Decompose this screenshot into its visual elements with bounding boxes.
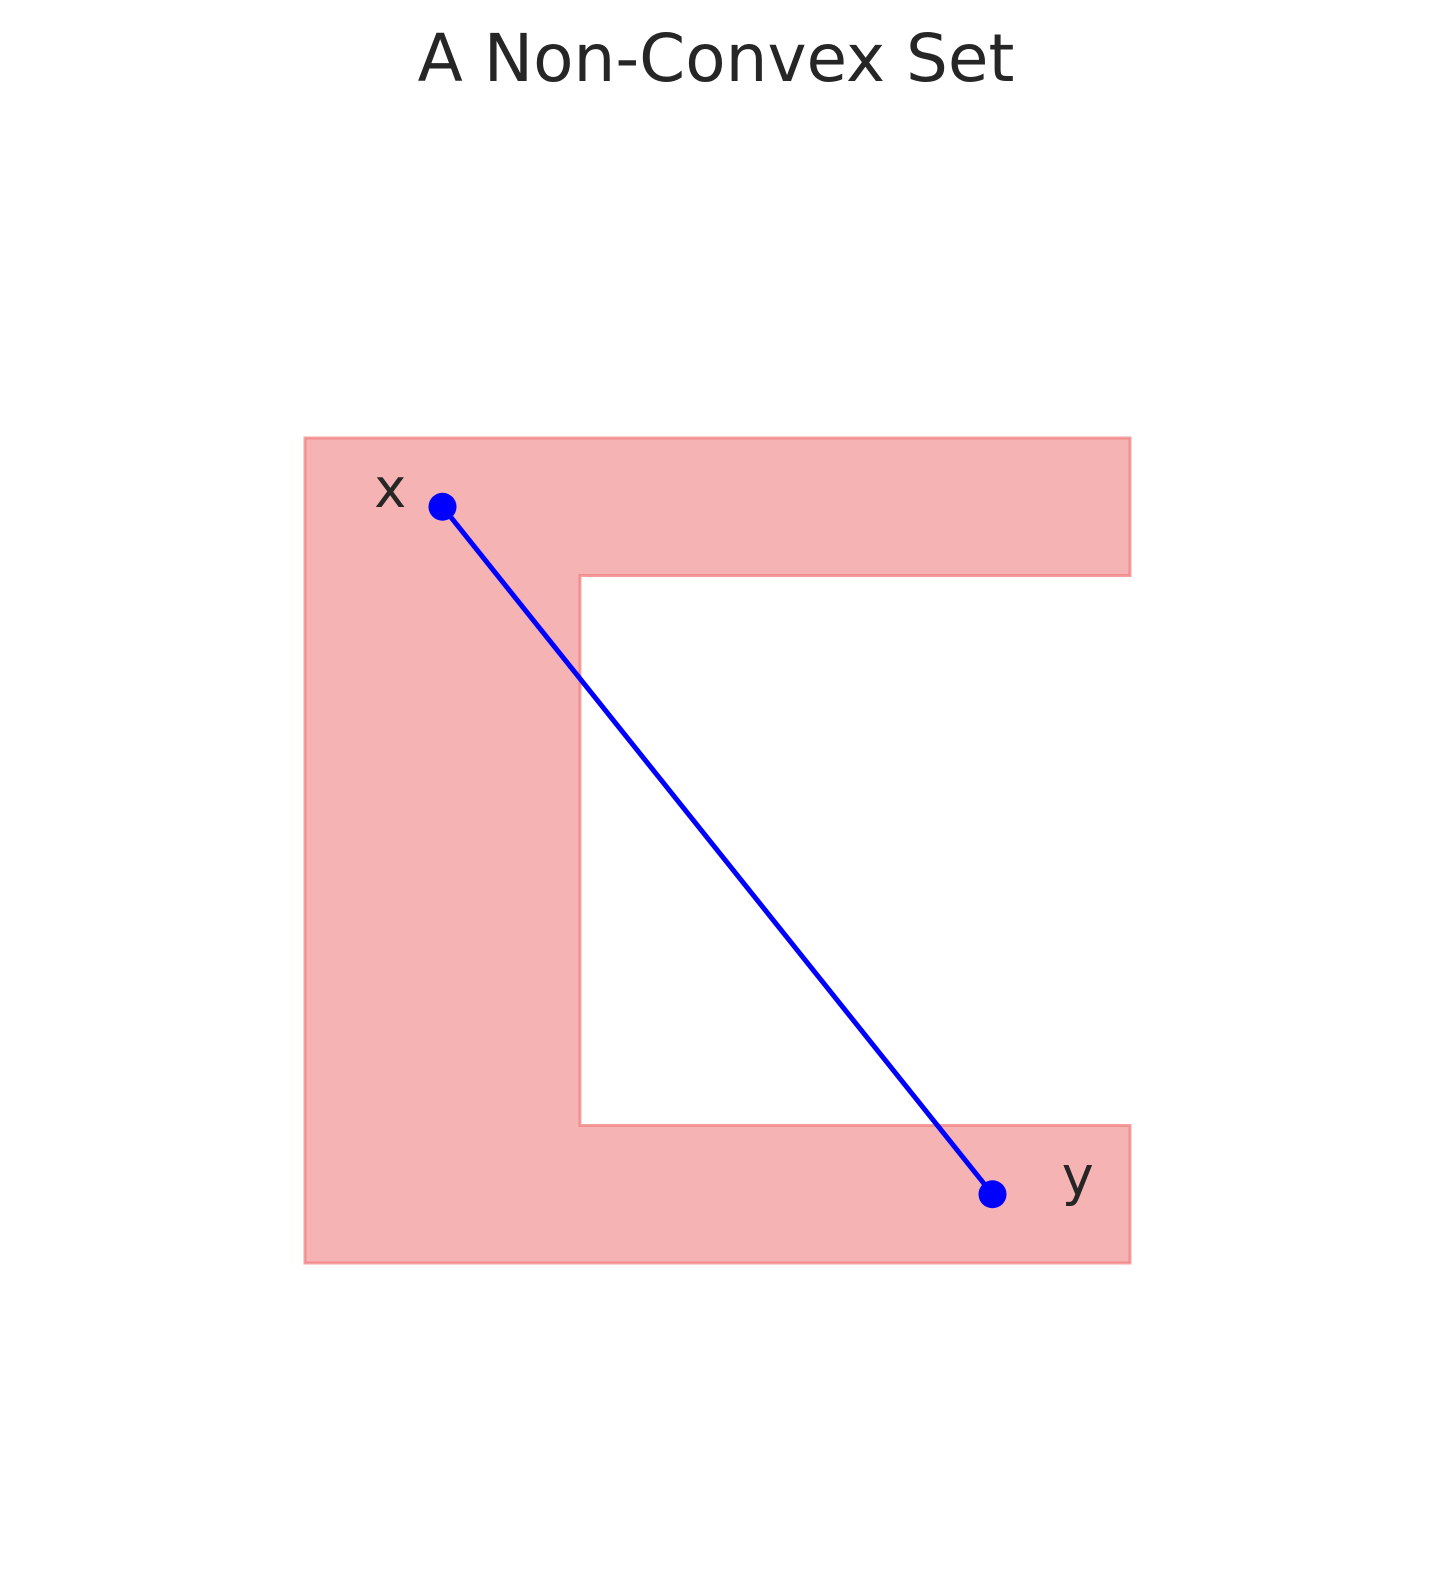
point-label-y: y xyxy=(1062,1144,1094,1207)
point-y xyxy=(978,1180,1007,1209)
diagram-title: A Non-Convex Set xyxy=(418,20,1015,97)
segment-x-y xyxy=(440,505,995,1196)
non-convex-region xyxy=(303,436,1132,1265)
plot-area: xy xyxy=(303,436,1132,1265)
point-label-x: x xyxy=(374,457,406,520)
point-x xyxy=(428,492,457,521)
